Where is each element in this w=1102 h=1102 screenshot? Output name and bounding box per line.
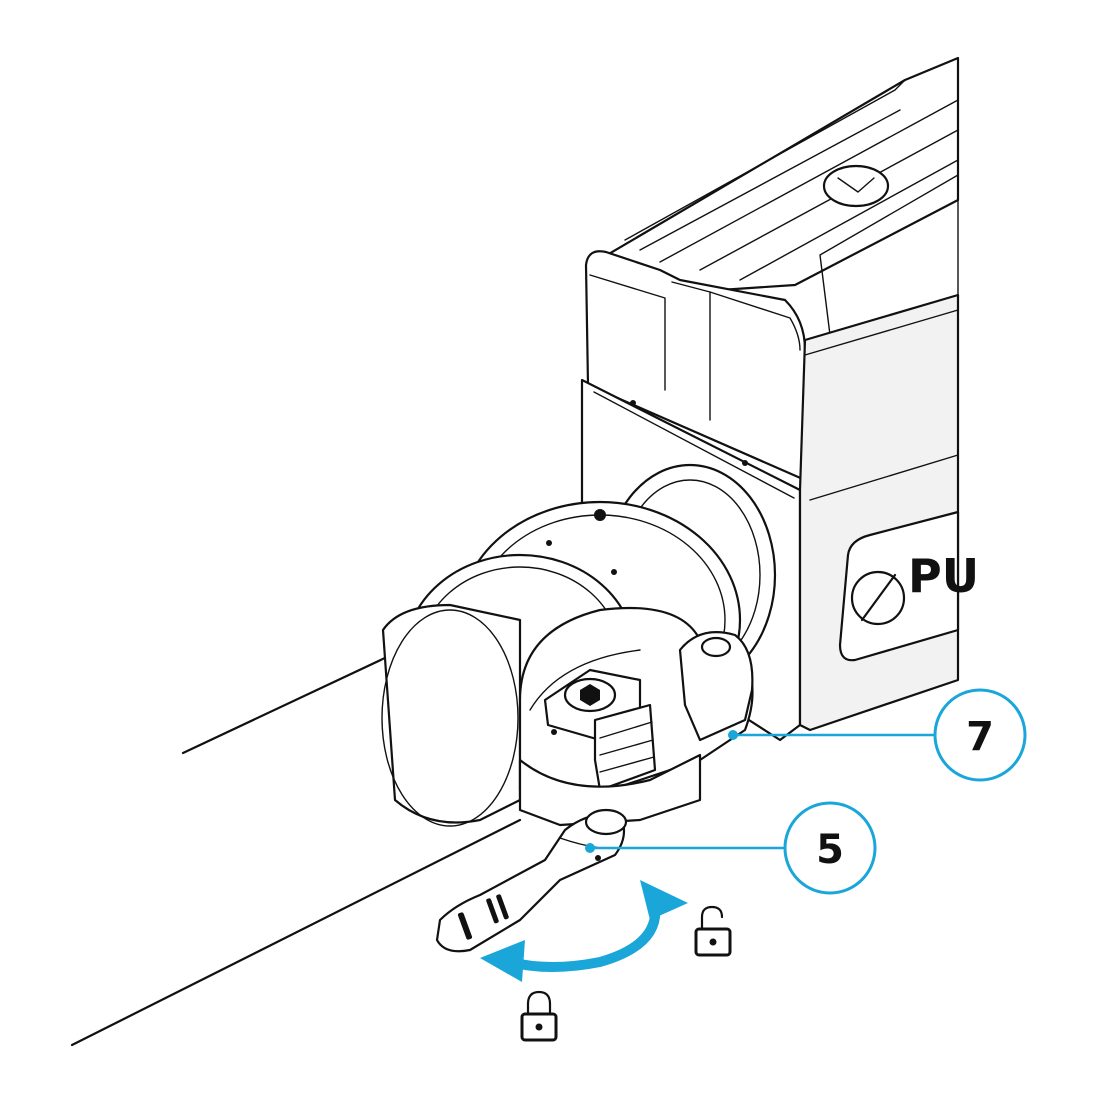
callout-7-label: 7: [966, 714, 994, 760]
lock-open-icon: [694, 905, 732, 957]
logo-text: PU: [908, 549, 979, 603]
callout-5: 5: [585, 801, 877, 895]
rotation-arrow: [480, 880, 688, 982]
device-housing: [580, 56, 960, 742]
release-lever: [435, 808, 628, 953]
adapter-tube: [381, 603, 522, 827]
callout-5-label: 5: [816, 827, 844, 873]
top-knob: [822, 164, 890, 208]
callout-7: 7: [728, 688, 1027, 782]
brand-logo: PU: [838, 510, 979, 662]
lock-closed-icon: [520, 990, 558, 1042]
curved-arrow-icon: [505, 900, 661, 972]
clamp-ring: [518, 606, 754, 827]
